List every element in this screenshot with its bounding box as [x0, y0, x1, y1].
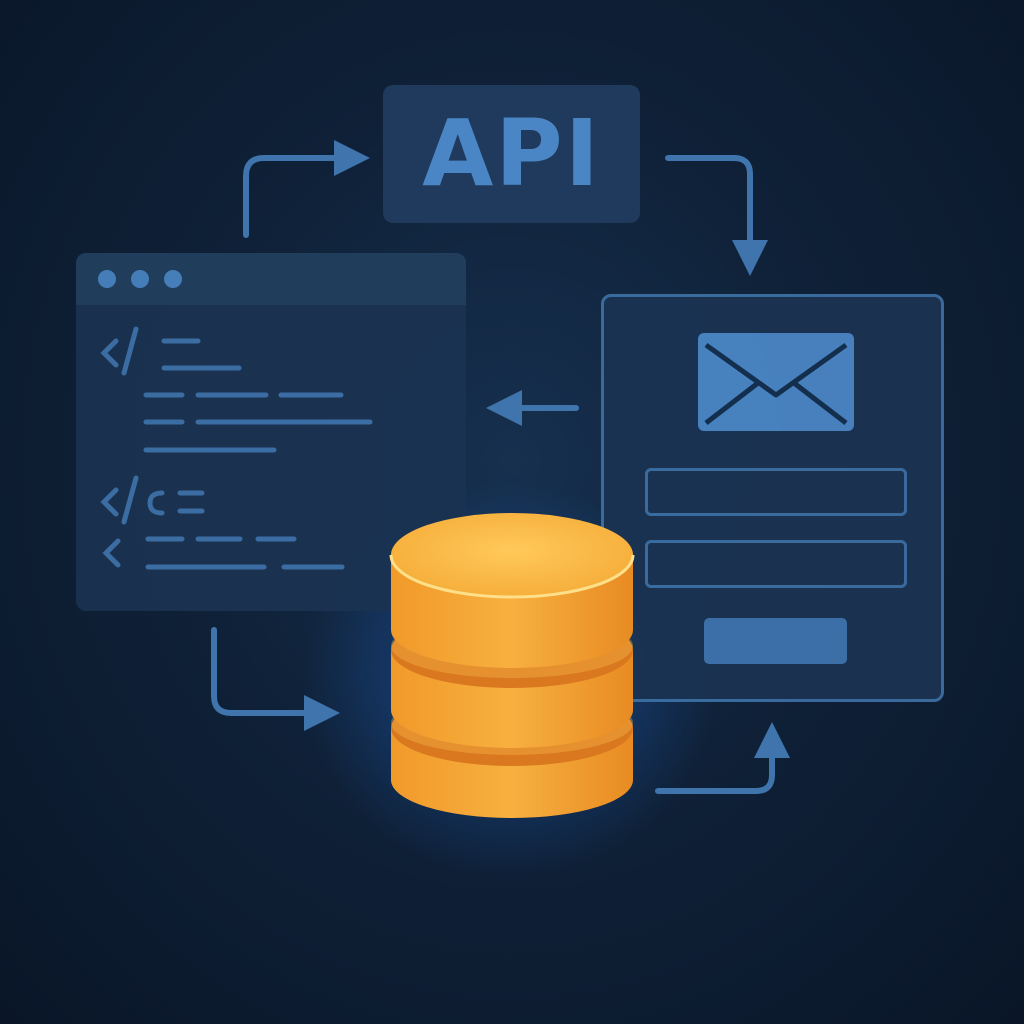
code-tag-icon — [100, 475, 165, 525]
email-form-window — [601, 294, 944, 702]
code-tag-icon — [100, 326, 139, 376]
arrow-database-to-form — [655, 722, 790, 794]
api-label: API — [422, 100, 601, 207]
code-lines — [100, 326, 373, 570]
form-submit-button[interactable] — [704, 618, 847, 664]
envelope-icon — [698, 333, 854, 431]
database-disk-top — [389, 513, 635, 668]
window-dot-icon — [164, 270, 182, 288]
arrow-code-to-api — [243, 140, 370, 238]
arrow-api-to-form — [665, 155, 768, 276]
window-dot-icon — [131, 270, 149, 288]
code-bracket-icon — [102, 538, 121, 568]
window-dot-icon — [98, 270, 116, 288]
window-titlebar — [76, 253, 466, 305]
form-input-field[interactable] — [645, 540, 907, 588]
api-node: API — [383, 85, 640, 223]
form-input-field[interactable] — [645, 468, 907, 516]
arrow-code-to-database — [211, 627, 340, 731]
